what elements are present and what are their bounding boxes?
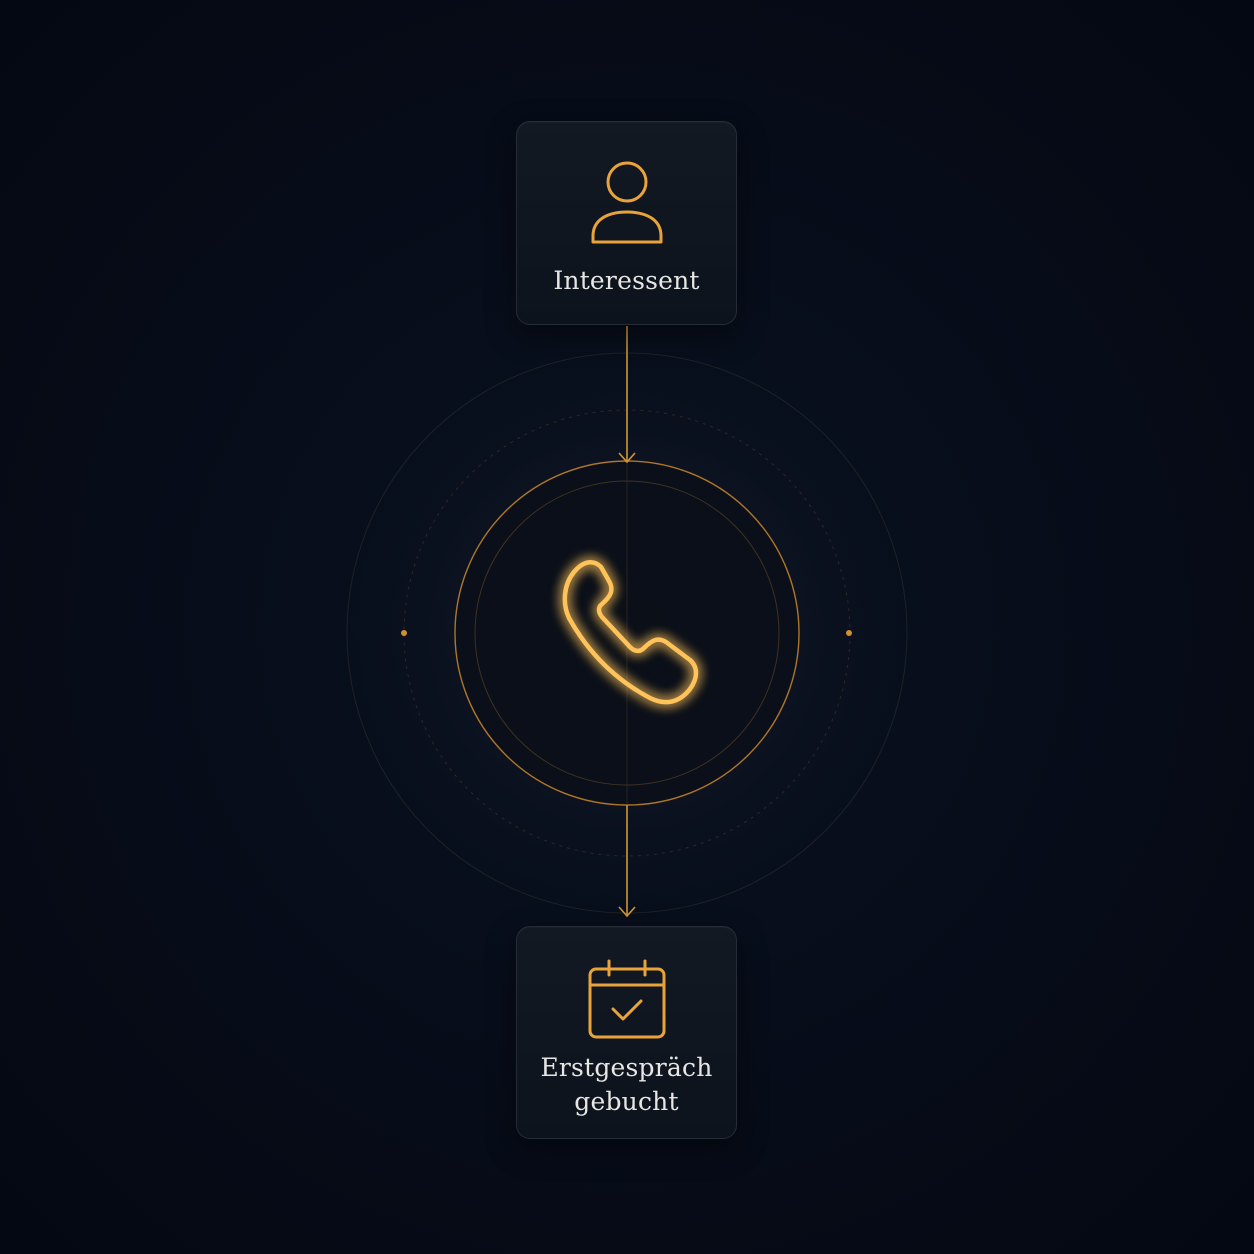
node-label-line-1: Erstgespräch xyxy=(540,1053,713,1082)
node-label-erstgespraech: Erstgespräch gebucht xyxy=(517,1051,736,1119)
arrowhead-bottom xyxy=(618,906,636,918)
node-card-interessent: Interessent xyxy=(516,121,737,325)
person-icon xyxy=(591,161,662,244)
arrowhead-top xyxy=(618,452,636,464)
right-node-dot xyxy=(846,630,852,636)
calendar-check-icon xyxy=(588,959,665,1039)
node-label-interessent: Interessent xyxy=(553,266,700,295)
node-label-line-2: gebucht xyxy=(574,1087,679,1116)
phone-icon xyxy=(562,560,699,705)
left-node-dot xyxy=(401,630,407,636)
node-card-erstgespraech: Erstgespräch gebucht xyxy=(516,926,737,1139)
